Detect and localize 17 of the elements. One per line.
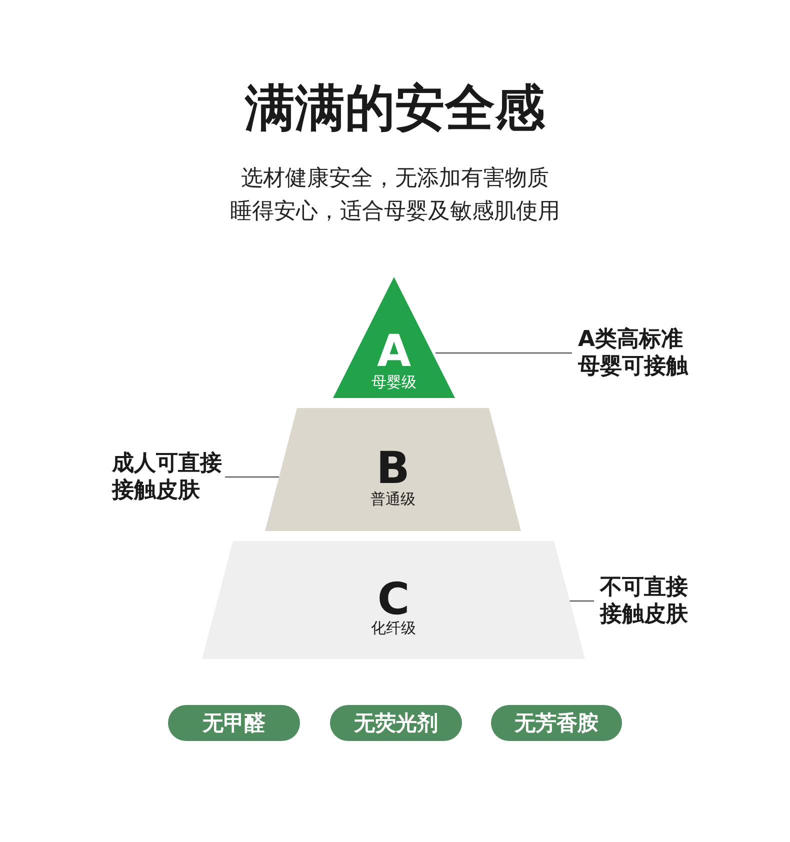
leader-line xyxy=(434,352,572,354)
subtitle-text: 睡得安心，适合母婴及敏感肌使用 xyxy=(229,198,561,226)
subtitle-text: 选材健康安全，无添加有害物质 xyxy=(240,165,550,193)
tier-label: 普通级 xyxy=(370,490,416,508)
tier-letter: B xyxy=(376,446,410,492)
feature-badge: 无芳香胺 xyxy=(491,705,622,741)
feature-badge: 无荧光剂 xyxy=(330,705,462,741)
callout-text: A类高标准母婴可接触 xyxy=(578,326,699,380)
feature-badge: 无甲醛 xyxy=(168,705,300,741)
leader-line xyxy=(569,600,594,602)
tier-label: 母婴级 xyxy=(370,373,418,391)
tier-label: 化纤级 xyxy=(370,619,417,637)
callout-text: 不可直接接触皮肤 xyxy=(600,574,690,628)
title: 满满的安全感 xyxy=(244,78,546,138)
leader-line xyxy=(224,476,280,478)
tier-letter: A xyxy=(376,329,412,375)
callout-text: 成人可直接接触皮肤 xyxy=(112,450,224,504)
